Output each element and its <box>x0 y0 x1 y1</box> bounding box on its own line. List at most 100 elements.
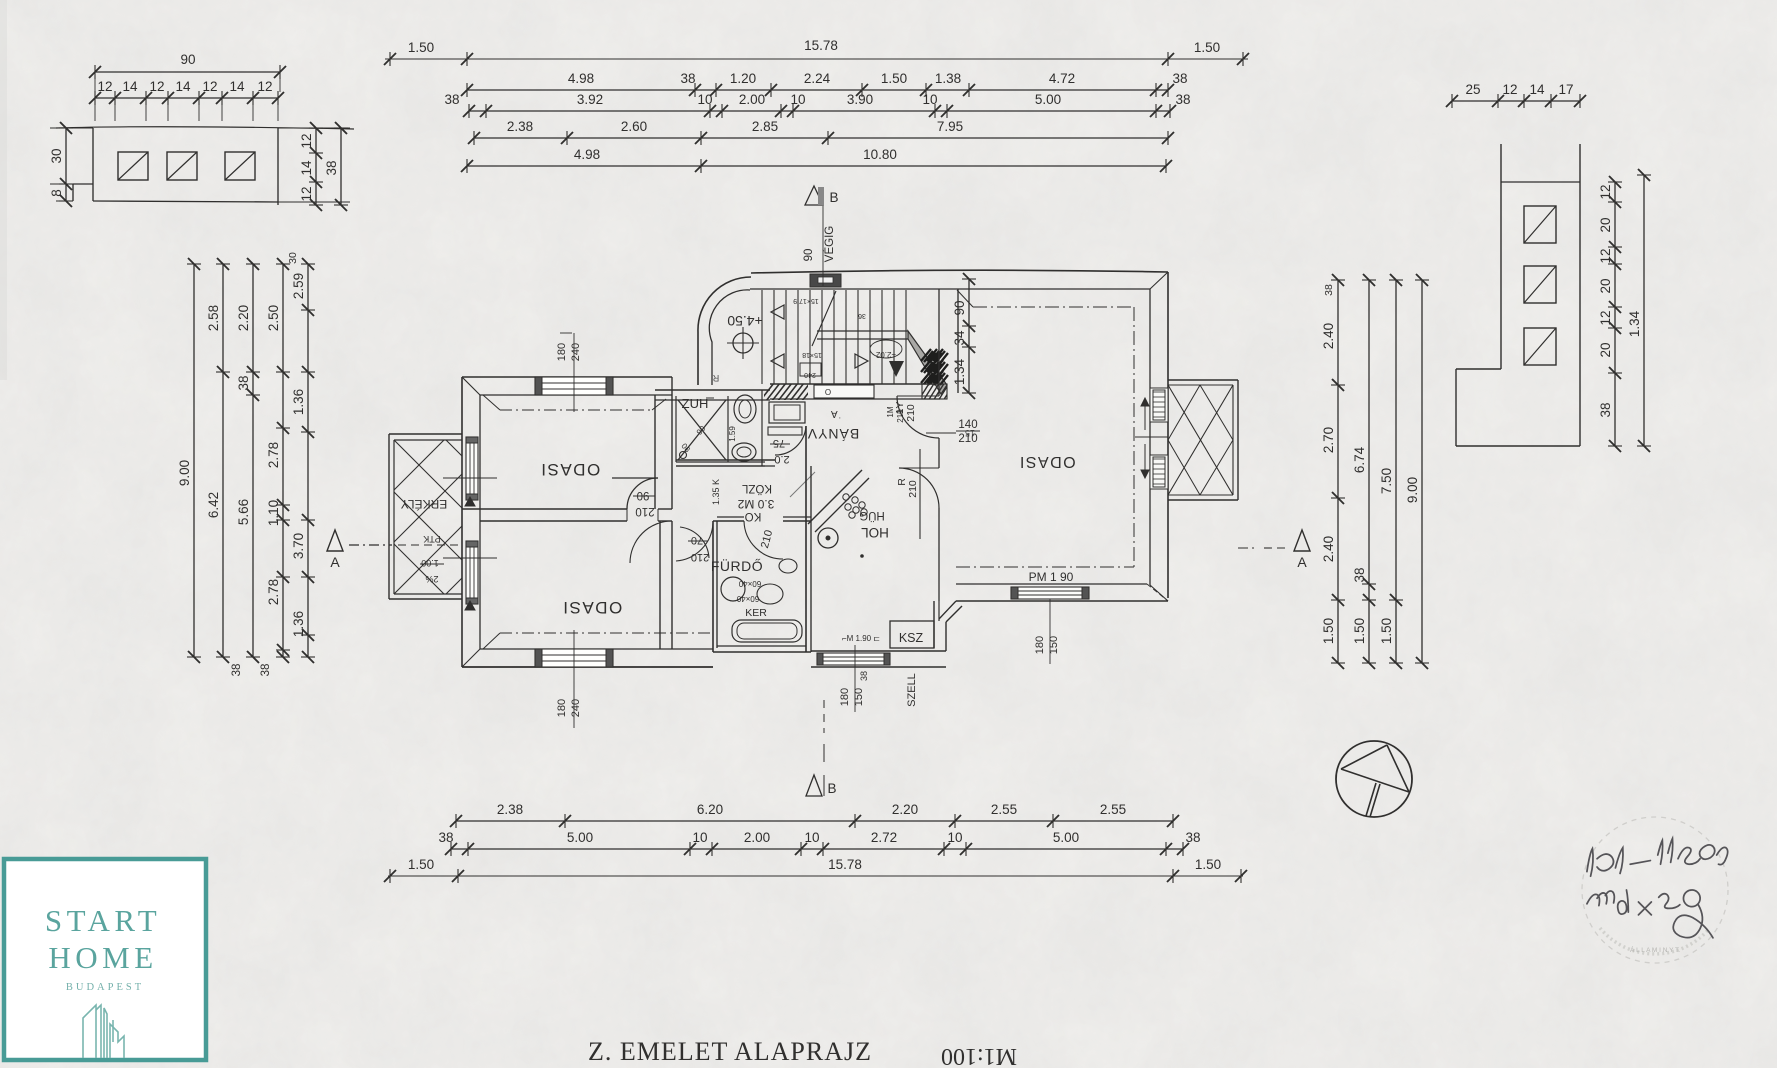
svg-text:7.95: 7.95 <box>937 119 963 134</box>
svg-text:1.50: 1.50 <box>1194 40 1220 55</box>
svg-text:1.35 K: 1.35 K <box>711 479 721 505</box>
svg-text:38: 38 <box>1323 284 1335 296</box>
svg-text:3.0 M2: 3.0 M2 <box>737 497 774 511</box>
svg-text:1.50: 1.50 <box>1195 857 1221 872</box>
svg-text:4.98: 4.98 <box>568 71 594 86</box>
svg-text:M1:100: M1:100 <box>941 1043 1017 1068</box>
svg-text:180: 180 <box>556 699 568 717</box>
svg-text:12: 12 <box>97 79 112 94</box>
svg-text:1.50: 1.50 <box>408 40 434 55</box>
svg-text:KER: KER <box>745 607 767 619</box>
svg-text:38: 38 <box>1175 92 1190 107</box>
svg-text:HÜG: HÜG <box>859 509 885 521</box>
svg-text:1.50: 1.50 <box>881 71 907 86</box>
svg-text:1.36: 1.36 <box>291 611 306 637</box>
svg-text:38: 38 <box>236 375 251 390</box>
svg-text:START: START <box>45 903 161 938</box>
svg-text:2.24: 2.24 <box>804 71 831 86</box>
svg-text:5.00: 5.00 <box>1053 830 1079 845</box>
svg-text:Z. EMELET ALAPRAJZ: Z. EMELET ALAPRAJZ <box>588 1037 872 1066</box>
svg-text:5.00: 5.00 <box>567 830 593 845</box>
svg-text:90: 90 <box>180 52 195 67</box>
svg-text:210: 210 <box>759 529 775 550</box>
svg-text:10: 10 <box>692 830 707 845</box>
svg-text:10: 10 <box>922 92 937 107</box>
svg-text:2.78: 2.78 <box>266 442 281 468</box>
svg-text:2.60: 2.60 <box>621 119 647 134</box>
svg-text:PM 1 90: PM 1 90 <box>1029 570 1074 584</box>
svg-text:38: 38 <box>438 830 453 845</box>
svg-text:2.38: 2.38 <box>507 119 533 134</box>
svg-text:1.36: 1.36 <box>291 389 306 415</box>
svg-text:14: 14 <box>122 79 138 94</box>
svg-text:2.40: 2.40 <box>1321 323 1336 349</box>
svg-text:2.20: 2.20 <box>236 305 251 331</box>
svg-text:ODASI: ODASI <box>1018 453 1075 470</box>
svg-text:12: 12 <box>299 133 314 148</box>
svg-text:FÜRDŐ: FÜRDŐ <box>711 557 763 574</box>
svg-text:ERKÉLY: ERKÉLY <box>401 497 447 512</box>
svg-text:180: 180 <box>1034 636 1046 654</box>
svg-text:60×40: 60×40 <box>736 594 759 603</box>
svg-text:20: 20 <box>1598 278 1613 293</box>
svg-text:34: 34 <box>952 330 967 346</box>
svg-text:180: 180 <box>556 343 568 361</box>
svg-text:210: 210 <box>896 409 905 423</box>
svg-text:R: R <box>896 478 908 486</box>
svg-text:20: 20 <box>1598 342 1613 357</box>
svg-text:15: 15 <box>965 428 975 438</box>
svg-text:2.50: 2.50 <box>266 305 281 331</box>
svg-text:BÁNYV: BÁNYV <box>807 426 859 442</box>
svg-text:15×17.9: 15×17.9 <box>793 297 819 304</box>
svg-text:150: 150 <box>853 688 865 706</box>
svg-text:9.00: 9.00 <box>1405 477 1420 503</box>
svg-text:3.90: 3.90 <box>847 92 873 107</box>
svg-text:20: 20 <box>1598 217 1613 232</box>
svg-text:O: O <box>825 388 831 397</box>
svg-text:150: 150 <box>1048 636 1060 654</box>
svg-text:1.50: 1.50 <box>1379 618 1394 644</box>
svg-text:15.78: 15.78 <box>804 38 838 53</box>
svg-text:38: 38 <box>859 671 869 681</box>
svg-text:30: 30 <box>49 148 64 163</box>
svg-text:2.78: 2.78 <box>266 579 281 605</box>
svg-text:5.66: 5.66 <box>236 499 251 525</box>
svg-text:12: 12 <box>202 79 217 94</box>
svg-text:⌐M 1.90 ⊏: ⌐M 1.90 ⊏ <box>842 634 880 643</box>
svg-text:KO: KO <box>745 510 762 522</box>
svg-text:38: 38 <box>680 71 695 86</box>
svg-text:ODASI: ODASI <box>562 598 622 617</box>
svg-text:240: 240 <box>570 343 582 361</box>
svg-text:VÉGIG: VÉGIG <box>823 226 836 262</box>
svg-text:38: 38 <box>260 664 272 677</box>
svg-text:2.20: 2.20 <box>892 802 918 817</box>
svg-text:10.80: 10.80 <box>863 147 897 162</box>
svg-text:1Y: 1Y <box>894 402 906 415</box>
svg-text:10: 10 <box>790 92 805 107</box>
svg-text:75: 75 <box>773 437 785 449</box>
svg-text:5.00: 5.00 <box>1035 92 1061 107</box>
svg-text:12: 12 <box>1598 248 1613 263</box>
svg-text:14: 14 <box>1529 82 1545 97</box>
svg-text:38: 38 <box>231 664 243 677</box>
svg-text:12: 12 <box>1598 184 1613 199</box>
svg-text:6.74: 6.74 <box>1352 446 1367 473</box>
svg-text:SZELL: SZELL <box>906 673 918 707</box>
svg-text:6.42: 6.42 <box>206 492 221 518</box>
svg-text:14: 14 <box>229 79 245 94</box>
svg-text:180: 180 <box>839 688 851 706</box>
svg-text:1.50: 1.50 <box>1321 618 1336 644</box>
svg-text:12: 12 <box>1598 310 1613 325</box>
svg-text:210: 210 <box>905 404 917 422</box>
svg-text:10: 10 <box>947 830 962 845</box>
svg-text:3.92: 3.92 <box>577 92 603 107</box>
svg-text:12: 12 <box>149 79 164 94</box>
svg-text:2.00: 2.00 <box>739 92 765 107</box>
svg-text:14: 14 <box>175 79 191 94</box>
svg-text:+2.02: +2.02 <box>875 350 896 359</box>
svg-text:1M: 1M <box>886 406 895 417</box>
svg-text:10: 10 <box>697 92 712 107</box>
svg-text:60×40: 60×40 <box>738 579 761 588</box>
svg-text:1.38: 1.38 <box>935 71 961 86</box>
svg-text:38: 38 <box>1172 71 1187 86</box>
